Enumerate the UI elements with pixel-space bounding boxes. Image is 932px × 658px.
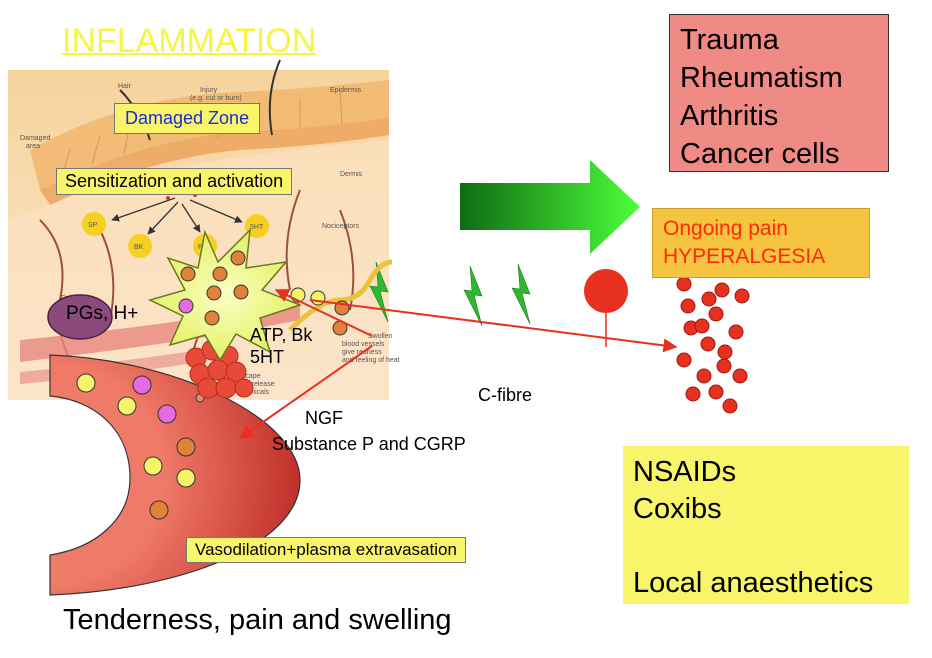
- atp-label: ATP, Bk: [250, 325, 313, 345]
- c-fibre-lines: [238, 269, 678, 439]
- label-dermis: Dermis: [340, 171, 363, 178]
- activated-cell-starburst: [147, 227, 303, 362]
- antidromic-arrow: [274, 289, 373, 337]
- cause-item: Cancer cells: [680, 138, 840, 170]
- page-title: INFLAMMATION: [62, 22, 317, 60]
- bottom-caption: Tenderness, pain and swelling: [63, 604, 452, 636]
- label-damaged-area2: area: [26, 143, 40, 150]
- green-arrow: [460, 160, 640, 254]
- ngf-label: NGF: [305, 408, 343, 428]
- drug-item: NSAIDs: [633, 456, 737, 488]
- sensitization-label: Sensitization and activation: [56, 168, 293, 195]
- lightning-icon: [463, 265, 483, 327]
- cause-item: Trauma: [680, 24, 779, 56]
- 5ht-label: 5HT: [250, 347, 285, 367]
- starburst-granules: [178, 250, 249, 326]
- vessel-cells: [76, 373, 205, 520]
- lightning-bolts: [369, 261, 531, 327]
- nerve-fibre: [288, 259, 393, 332]
- causes-box: Trauma Rheumatism Arthritis Cancer cells: [669, 14, 889, 172]
- label-escape: escape: [238, 373, 261, 380]
- label-feeling-heat: and feeling of heat: [342, 357, 400, 364]
- c-fibre-arrow: [309, 299, 678, 353]
- lightning-icon: [511, 263, 531, 325]
- pgs-blob: [47, 294, 113, 340]
- drugs-box: NSAIDs Coxibs Local anaesthetics: [623, 446, 909, 604]
- label-hair: Hair: [118, 83, 132, 90]
- red-dot-cluster: [676, 276, 750, 414]
- cause-item: Rheumatism: [680, 62, 843, 94]
- blood-vessel: [49, 354, 301, 596]
- label-release: and release: [238, 381, 275, 388]
- pain-line2: HYPERALGESIA: [663, 245, 826, 268]
- label-5ht-small: 5HT: [250, 224, 264, 231]
- nerve-terminal-icon: [584, 269, 628, 313]
- ongoing-pain-box: Ongoing pain HYPERALGESIA: [652, 208, 870, 278]
- label-blood-vessels: blood vessels: [342, 341, 385, 348]
- lightning-icon: [369, 261, 389, 323]
- label-injury: Injury: [200, 87, 218, 94]
- label-damaged-area: Damaged: [20, 135, 50, 142]
- damaged-zone-label: Damaged Zone: [114, 103, 261, 134]
- cause-item: Arthritis: [680, 100, 779, 132]
- vasodilation-label: Vasodilation+plasma extravasation: [186, 537, 466, 563]
- label-epidermis: Epidermis: [330, 87, 362, 94]
- label-chemicals: chemicals: [238, 389, 270, 396]
- substance-p-label: Substance P and CGRP: [272, 434, 466, 454]
- label-swollen: Swollen: [368, 333, 393, 340]
- drug-item: Coxibs: [633, 493, 722, 525]
- ngf-arrow: [238, 345, 373, 439]
- label-injury-sub: (e.g. cut or burn): [190, 95, 242, 102]
- pain-line1: Ongoing pain: [663, 217, 788, 240]
- c-fibre-label: C-fibre: [478, 385, 533, 405]
- pgs-label: PGs, H+: [66, 303, 139, 324]
- label-sp: SP: [88, 222, 98, 229]
- label-bk: BK: [134, 244, 144, 251]
- label-nociceptors: Nociceptors: [322, 223, 359, 230]
- drug-item: Local anaesthetics: [633, 567, 874, 599]
